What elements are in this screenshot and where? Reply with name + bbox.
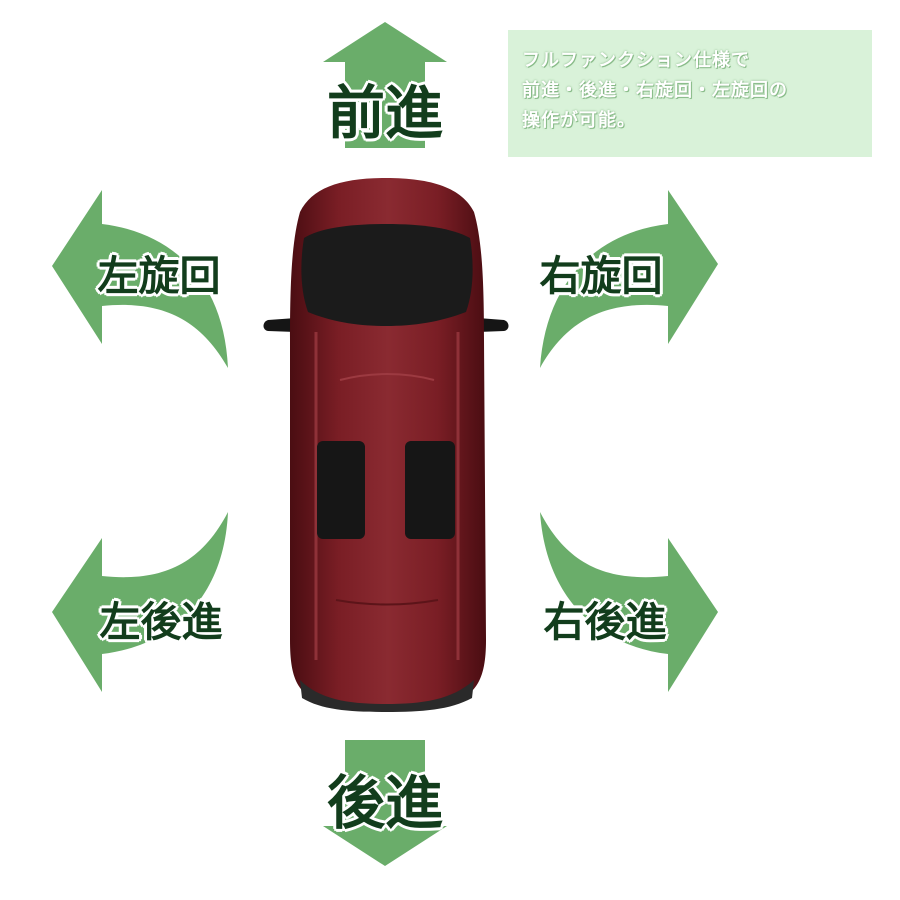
label-back-right: 右後進 [543, 598, 667, 646]
info-line-3: 操作が可能。 [522, 110, 636, 131]
label-forward: 前進 [326, 79, 443, 147]
arrow-forward [323, 22, 447, 148]
arrow-turn-right [540, 190, 718, 368]
arrow-turn-left [52, 190, 228, 368]
info-line-1: フルファンクション仕様で [522, 50, 750, 71]
label-turn-right: 右旋回 [539, 252, 663, 300]
arrow-back-left [52, 512, 228, 692]
info-text: フルファンクション仕様で 前進・後進・右旋回・左旋回の 操作が可能。 [522, 46, 872, 136]
arrow-back-right [540, 512, 718, 692]
label-backward: 後進 [326, 769, 443, 837]
label-turn-left: 左旋回 [97, 252, 221, 300]
info-box: フルファンクション仕様で 前進・後進・右旋回・左旋回の 操作が可能。 [508, 30, 872, 157]
car-top-view [263, 178, 509, 712]
arrow-backward [323, 740, 447, 866]
info-line-2: 前進・後進・右旋回・左旋回の [522, 80, 788, 101]
label-back-left: 左後進 [99, 598, 223, 646]
